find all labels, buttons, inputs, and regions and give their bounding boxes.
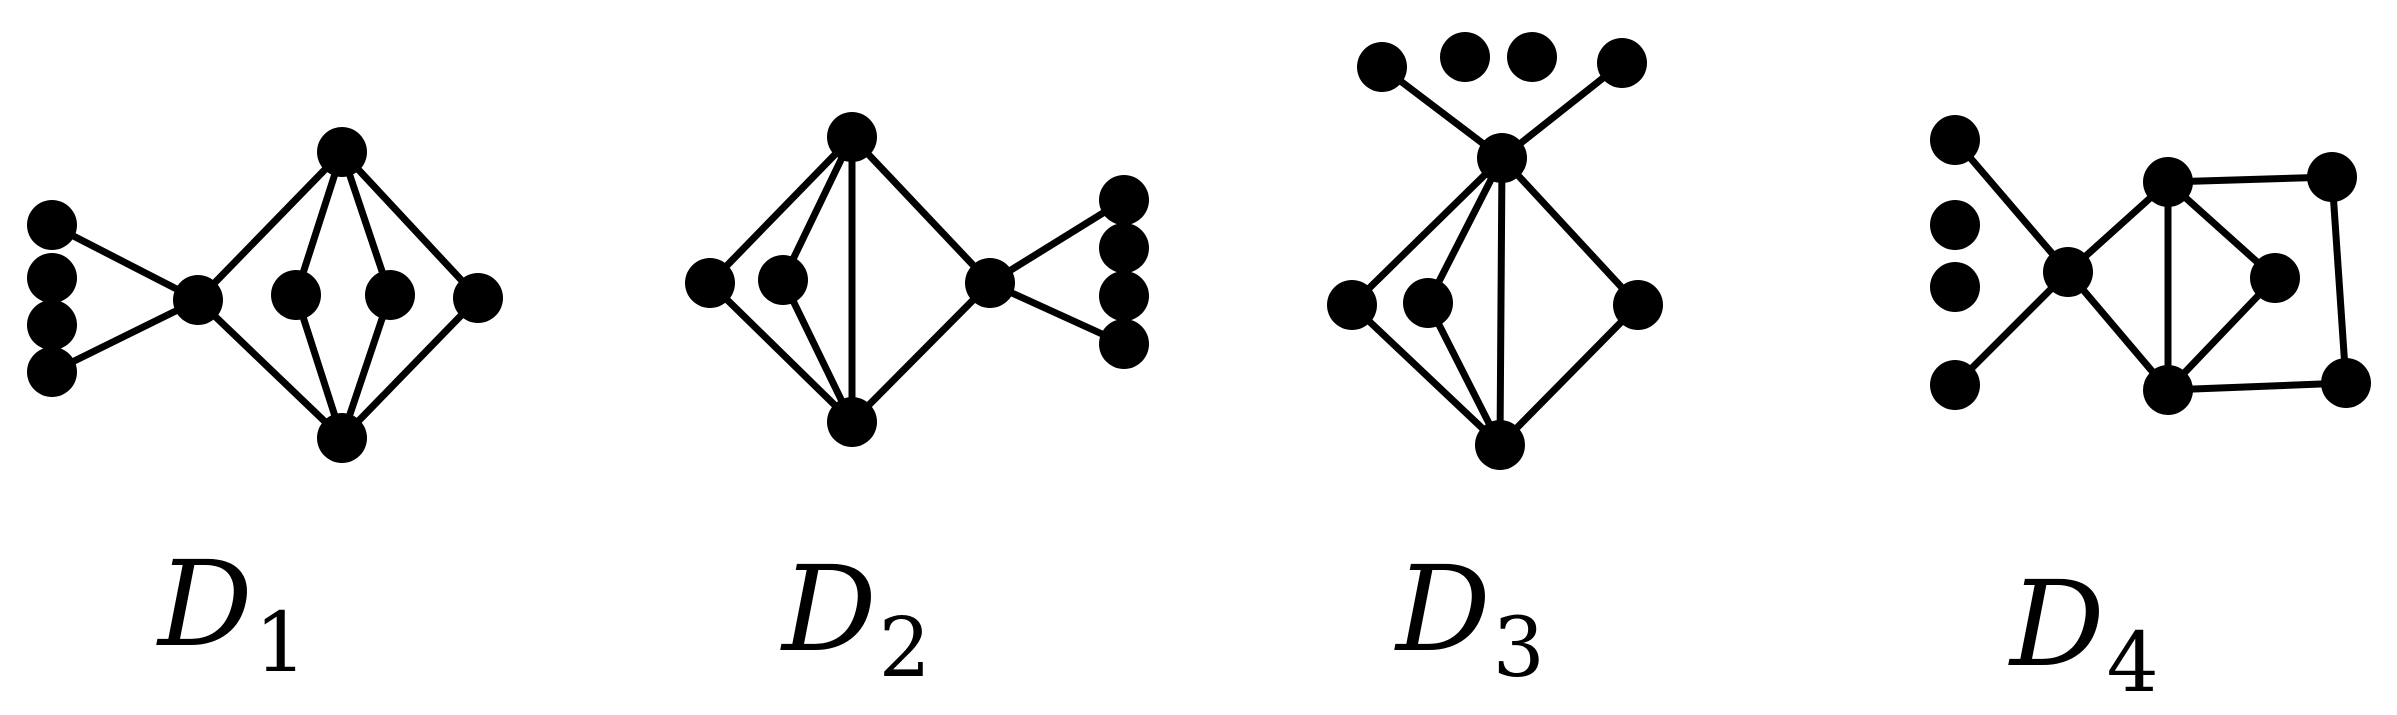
vertex-d4-br	[2321, 358, 2371, 408]
edge-d3-li-b	[1424, 299, 1504, 449]
edge-d2-b-h	[848, 279, 994, 426]
edge-d4-b-br	[2164, 379, 2350, 394]
vertex-d3-r	[1613, 280, 1663, 330]
vertex-d1-r	[453, 273, 503, 323]
vertex-d2-b	[827, 397, 877, 447]
vertex-d4-m	[2250, 253, 2300, 303]
edge-d2-l-b	[706, 279, 856, 426]
edge-d1-c-b	[194, 296, 346, 442]
edge-d2-h-p1	[986, 196, 1128, 287]
edge-d4-t-tr	[2164, 173, 2336, 186]
graph-label-subscript: 4	[2106, 616, 2159, 711]
vertex-d3-u4	[1597, 38, 1647, 88]
edge-d2-t-li	[779, 133, 856, 284]
edge-d1-t-r	[338, 148, 482, 302]
vertex-d1-c	[173, 275, 223, 325]
edge-d4-tr-br	[2328, 173, 2350, 387]
edge-d1-b-m2	[338, 291, 394, 442]
graph-label-main: D	[782, 540, 877, 678]
edge-d3-l-b	[1348, 301, 1504, 449]
vertex-d3-li	[1403, 278, 1453, 328]
vertex-d4-tr	[2307, 152, 2357, 202]
edge-d1-t-m2	[338, 148, 394, 299]
edge-d3-u1-h	[1378, 63, 1506, 162]
vertex-d2-p1	[1099, 175, 1149, 225]
edge-d3-h-li	[1424, 154, 1506, 307]
graph-d2	[685, 112, 1149, 447]
graph-label-d3: D3	[1396, 550, 1545, 690]
vertex-d3-b	[1475, 420, 1525, 470]
edge-d3-h-b	[1496, 154, 1506, 449]
graph-d1	[27, 127, 503, 463]
vertex-d1-a4	[27, 347, 77, 397]
vertex-d4-c	[2043, 247, 2093, 297]
vertex-d2-p3	[1099, 271, 1149, 321]
vertex-d4-l3	[1930, 262, 1980, 312]
vertex-d1-m2	[365, 270, 415, 320]
edge-d1-b-r	[338, 294, 482, 442]
edge-d2-t-h	[848, 133, 994, 287]
edge-d3-h-r	[1498, 154, 1642, 309]
vertex-d2-p2	[1099, 223, 1149, 273]
vertex-d2-l	[685, 258, 735, 308]
vertex-d3-u2	[1440, 32, 1490, 82]
edge-d4-m-b	[2164, 274, 2279, 394]
edge-d3-r-b	[1496, 301, 1642, 449]
vertex-d4-l1	[1930, 115, 1980, 165]
edge-d3-u4-h	[1498, 59, 1626, 162]
graph-label-subscript: 3	[1492, 601, 1545, 696]
graph-label-subscript: 1	[254, 596, 307, 691]
vertex-d3-u1	[1357, 42, 1407, 92]
graph-label-d2: D2	[782, 550, 931, 690]
graph-label-d4: D4	[2010, 565, 2159, 705]
edge-d2-t-l	[706, 133, 856, 287]
graph-label-main: D	[1396, 540, 1491, 678]
edge-d1-c-t	[194, 148, 346, 304]
vertex-d2-h	[965, 258, 1015, 308]
vertex-d1-a2	[27, 253, 77, 303]
graph-d3	[1327, 32, 1663, 470]
vertex-d3-u3	[1507, 32, 1557, 82]
vertex-d2-li	[758, 255, 808, 305]
edge-d4-l1-c	[1951, 136, 2072, 276]
edge-d3-h-l	[1348, 154, 1506, 309]
edge-d1-a4-c	[48, 296, 202, 376]
vertex-d2-t	[827, 112, 877, 162]
graph-label-main: D	[2010, 555, 2105, 693]
vertex-d4-l4	[1930, 360, 1980, 410]
graph-label-main: D	[158, 535, 253, 673]
edge-d4-l4-c	[1951, 268, 2072, 389]
vertex-d1-b	[317, 413, 367, 463]
edge-d4-c-b	[2064, 268, 2172, 394]
vertex-d3-h	[1477, 133, 1527, 183]
vertex-d4-t	[2143, 157, 2193, 207]
vertex-d1-m1	[271, 270, 321, 320]
edge-d2-li-b	[779, 276, 856, 426]
graph-label-d1: D1	[158, 545, 307, 685]
vertex-d4-b	[2143, 365, 2193, 415]
vertex-d1-a1	[27, 200, 77, 250]
graph-label-subscript: 2	[878, 601, 931, 696]
vertex-d3-l	[1327, 280, 1377, 330]
vertex-d2-p4	[1099, 319, 1149, 369]
vertex-d1-a3	[27, 300, 77, 350]
vertex-d4-l2	[1930, 200, 1980, 250]
vertex-d1-t	[317, 127, 367, 177]
edge-d1-b-m1	[292, 291, 346, 442]
edge-d1-a1-c	[48, 221, 202, 304]
edge-d1-t-m1	[292, 148, 346, 299]
graph-d4	[1930, 115, 2371, 415]
